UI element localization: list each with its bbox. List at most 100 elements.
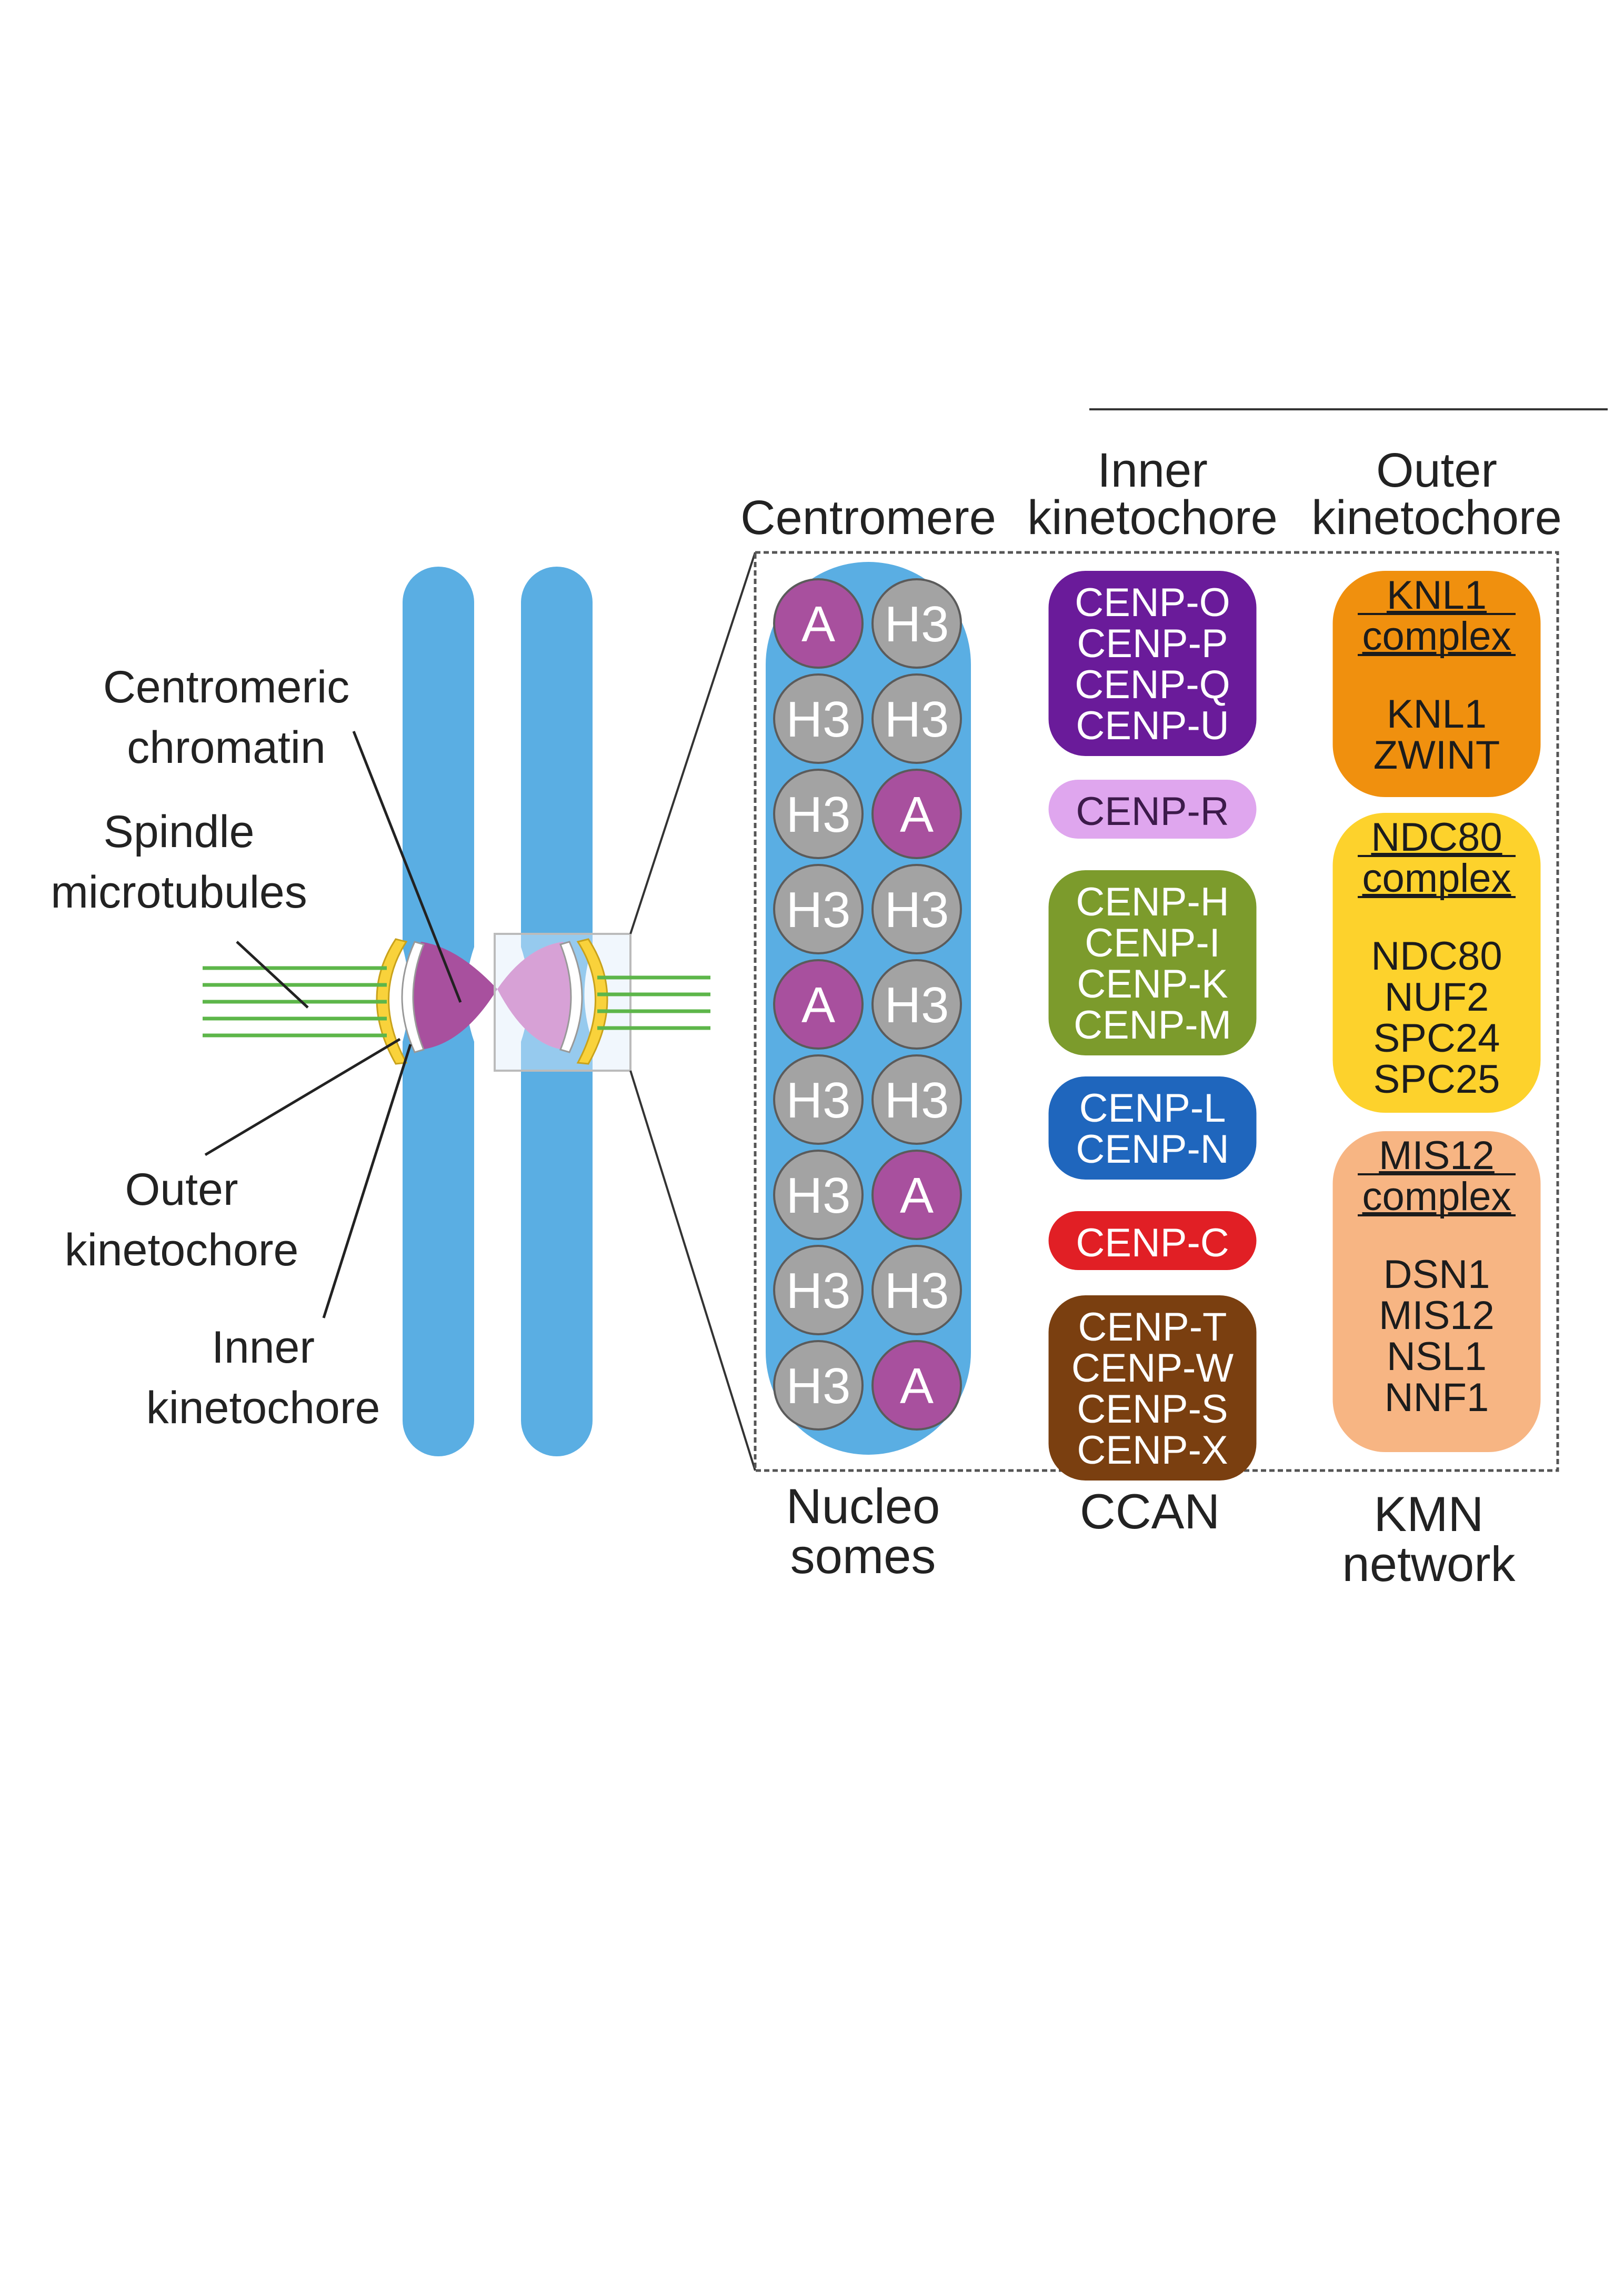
microtubules-left	[203, 966, 387, 1038]
h3-nucleosome	[773, 864, 864, 954]
kmn-protein-label: MIS12	[1379, 1293, 1495, 1338]
label-inner-kinetochore-2: kinetochore	[146, 1383, 380, 1433]
kmn-protein-label: NDC80	[1371, 934, 1502, 979]
ccan-protein-label: CENP-M	[1074, 1003, 1231, 1048]
kmn-protein-label: SPC25	[1374, 1057, 1500, 1102]
nucleosome-label: A	[900, 1167, 934, 1224]
outer-kinetochore-left	[376, 938, 408, 1065]
ccan-protein-label: CENP-Q	[1075, 662, 1230, 707]
kmn-protein-label: NNF1	[1385, 1375, 1489, 1420]
kmn-box	[1332, 571, 1541, 797]
bottom-label-kmn-2: network	[1342, 1536, 1516, 1592]
h3-nucleosome	[773, 1150, 864, 1240]
kmn-complex-title: complex	[1362, 614, 1511, 659]
nucleosome-label: A	[801, 596, 835, 652]
kmn-box	[1332, 813, 1541, 1113]
kmn-protein-label: ZWINT	[1374, 733, 1500, 778]
ccan-protein-label: CENP-T	[1078, 1305, 1227, 1350]
nucleosome-label: H3	[885, 691, 949, 748]
ccan-box	[1048, 1076, 1257, 1180]
bottom-label-kmn-1: KMN	[1374, 1486, 1484, 1542]
label-outer-kinetochore-1: Outer	[125, 1164, 238, 1215]
ccan-box	[1048, 870, 1257, 1055]
nucleosome-label: H3	[885, 596, 949, 652]
ccan-box	[1048, 571, 1257, 756]
cenp-a-nucleosome	[773, 578, 864, 669]
kmn-complex-title: complex	[1362, 856, 1511, 901]
kmn-protein-label: DSN1	[1384, 1252, 1490, 1297]
ccan-protein-label: CENP-L	[1079, 1086, 1226, 1131]
nucleosome-label: H3	[786, 1358, 851, 1414]
cenp-a-nucleosome	[773, 959, 864, 1050]
kmn-complex-title: MIS12	[1379, 1133, 1495, 1178]
nucleosome-label: A	[900, 1358, 934, 1414]
header-inner-kinetochore-2: kinetochore	[1027, 491, 1278, 545]
nucleosome-label: A	[801, 977, 835, 1033]
nucleosome-label: H3	[786, 787, 851, 843]
inner-kinetochore-left	[401, 941, 425, 1053]
header-inner-kinetochore-1: Inner	[1097, 444, 1208, 497]
microtubules-right	[597, 975, 710, 1030]
cenp-a-nucleosome	[871, 1340, 962, 1431]
ccan-protein-label: CENP-H	[1076, 880, 1229, 924]
h3-nucleosome	[871, 673, 962, 764]
cenp-a-nucleosome	[871, 1150, 962, 1240]
ccan-protein-label: CENP-N	[1076, 1127, 1229, 1172]
ccan-protein-label: CENP-P	[1077, 621, 1228, 666]
h3-nucleosome	[773, 1054, 864, 1145]
bottom-label-nucleosomes-1: Nucleo	[786, 1478, 940, 1534]
header-outer-kinetochore-2: kinetochore	[1311, 491, 1562, 545]
label-centromeric-chromatin-2: chromatin	[127, 722, 326, 773]
label-centromeric-chromatin-1: Centromeric	[103, 662, 349, 712]
leader-lines	[204, 731, 462, 1318]
header-centromere: Centromere	[740, 491, 996, 545]
h3-nucleosome	[871, 864, 962, 954]
kmn-protein-label: NUF2	[1385, 975, 1489, 1020]
nucleosome-label: H3	[885, 1072, 949, 1129]
bottom-label-nucleosomes-2: somes	[790, 1528, 936, 1584]
cenp-a-nucleosome	[871, 769, 962, 859]
nucleosome-label: A	[900, 787, 934, 843]
ccan-protein-label: CENP-U	[1076, 703, 1229, 748]
ccan-protein-label: CENP-R	[1076, 789, 1229, 834]
label-spindle-microtubules-2: microtubules	[51, 867, 307, 918]
h3-nucleosome	[773, 1340, 864, 1431]
kmn-complex-title: complex	[1362, 1174, 1511, 1219]
kmn-protein-label: KNL1	[1387, 692, 1487, 737]
h3-nucleosome	[871, 1245, 962, 1335]
ccan-box	[1048, 780, 1257, 839]
zoom-connectors	[629, 552, 756, 1471]
nucleosome-label: H3	[786, 691, 851, 748]
ccan-protein-label: CENP-O	[1075, 580, 1230, 625]
ccan-box	[1048, 1211, 1257, 1270]
h3-nucleosome	[773, 673, 864, 764]
inner-kinetochore-right	[559, 941, 583, 1053]
kmn-protein-label: SPC24	[1374, 1016, 1500, 1061]
kmn-protein-label: NSL1	[1387, 1334, 1487, 1379]
nucleosome-label: H3	[786, 1263, 851, 1319]
nucleosome-label: H3	[786, 1072, 851, 1129]
chromosome	[203, 567, 710, 1456]
ccan-protein-label: CENP-S	[1077, 1387, 1228, 1432]
outer-kinetochore-right	[576, 938, 608, 1065]
ccan-protein-label: CENP-X	[1077, 1428, 1228, 1473]
ccan-protein-label: CENP-K	[1077, 962, 1228, 1006]
h3-nucleosome	[871, 1054, 962, 1145]
kmn-complex-title: NDC80	[1371, 815, 1502, 860]
bottom-label-ccan: CCAN	[1080, 1484, 1220, 1539]
nucleosome-label: H3	[885, 1263, 949, 1319]
header-outer-kinetochore-1: Outer	[1376, 444, 1497, 497]
h3-nucleosome	[773, 1245, 864, 1335]
nucleosome-label: H3	[885, 977, 949, 1033]
label-outer-kinetochore-2: kinetochore	[65, 1225, 299, 1275]
label-inner-kinetochore-1: Inner	[212, 1322, 315, 1373]
centromeric-chromatin-left	[409, 942, 497, 1050]
label-spindle-microtubules-1: Spindle	[104, 807, 255, 857]
ccan-protein-label: CENP-W	[1071, 1346, 1234, 1391]
kmn-complex-title: KNL1	[1387, 573, 1487, 618]
h3-nucleosome	[773, 769, 864, 859]
nucleosome-label: H3	[885, 882, 949, 938]
